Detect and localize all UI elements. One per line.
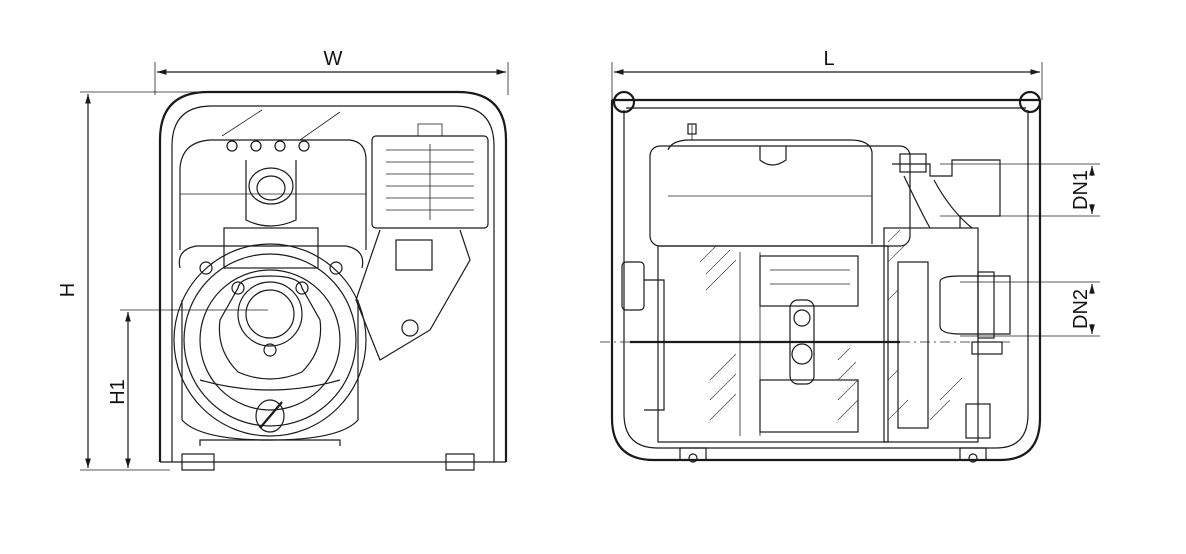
front-view: W H H1 [57, 48, 509, 471]
length-dimension: L [611, 48, 1043, 100]
height-dimension: H [57, 91, 240, 471]
length-label: L [823, 48, 834, 70]
center-height-label: H1 [107, 379, 129, 405]
side-frame [610, 90, 1042, 463]
front-muffler [355, 123, 489, 361]
inlet-dimension: DN2 [960, 281, 1100, 337]
center-height-dimension: H1 [107, 309, 268, 468]
inlet-label: DN2 [1070, 289, 1092, 329]
side-view: L DN1 DN2 [600, 48, 1100, 463]
outlet-dimension: DN1 [940, 163, 1100, 217]
side-pump-body [883, 153, 1011, 443]
height-label: H [57, 283, 79, 297]
front-engine-top [179, 109, 367, 250]
outlet-label: DN1 [1070, 170, 1092, 210]
width-dimension: W [154, 48, 509, 95]
front-frame [158, 90, 508, 471]
width-label: W [324, 48, 343, 70]
side-engine [600, 123, 1010, 443]
front-pump-casing [173, 227, 367, 446]
